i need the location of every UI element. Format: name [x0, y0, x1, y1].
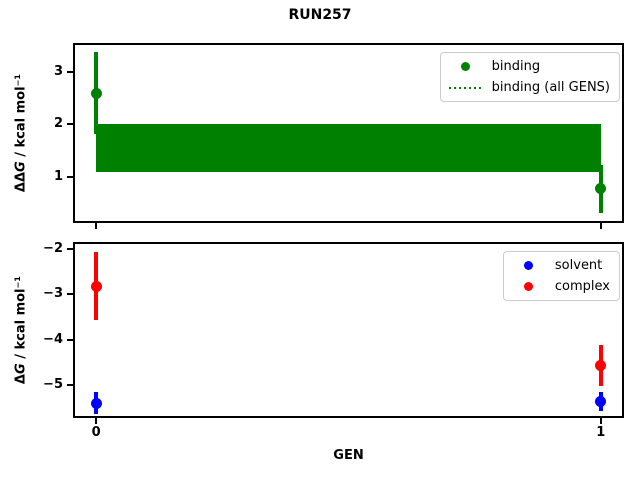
dotted-line-icon: [448, 86, 483, 89]
y-tick-mark: [67, 123, 73, 126]
x-tick-label: 1: [596, 425, 606, 440]
x-tick-mark: [95, 418, 98, 424]
ylabel-delta: ΔΔ: [13, 171, 29, 193]
ylabel-units: / kcal mol⁻¹: [13, 73, 29, 162]
y-tick-label: 3: [53, 63, 63, 79]
delta-g-axes: −2 −3 −4 −5 0 1 solvent complex: [43, 241, 624, 440]
x-axis-label: GEN: [333, 448, 364, 463]
all-gens-band: [96, 124, 601, 173]
ylabel-g-italic: G: [13, 363, 29, 375]
legend: binding binding (all GENS): [439, 52, 620, 102]
ylabel-delta: Δ: [13, 374, 29, 385]
y-tick-label: −2: [43, 240, 63, 256]
x-tick-mark: [599, 223, 602, 229]
y-tick-label: −3: [43, 286, 63, 302]
y-tick-label: −4: [43, 331, 63, 347]
legend-item: solvent: [512, 255, 610, 276]
legend-item: complex: [512, 276, 610, 297]
solvent-marker-icon: [524, 261, 534, 270]
legend-swatch: [512, 282, 546, 291]
x-tick-label: 0: [91, 425, 101, 440]
ylabel-g-italic: G: [13, 161, 29, 172]
solvent-data-point: [595, 396, 607, 408]
complex-data-point: [90, 280, 102, 292]
ylabel-units: / kcal mol⁻¹: [13, 275, 29, 364]
binding-data-point: [595, 183, 607, 195]
y-tick-mark: [67, 70, 73, 73]
legend-item: binding (all GENS): [448, 77, 610, 98]
legend-label: binding (all GENS): [491, 80, 610, 95]
legend-label: solvent: [554, 258, 603, 273]
figure-title: RUN257: [288, 7, 352, 23]
legend-swatch: [448, 86, 483, 89]
binding-marker-icon: [461, 62, 471, 71]
legend-label: binding: [491, 59, 541, 74]
complex-marker-icon: [524, 282, 534, 291]
y-tick-label: 1: [53, 168, 63, 184]
y-tick-mark: [67, 383, 73, 386]
legend-label: complex: [554, 279, 610, 294]
y-tick-mark: [67, 175, 73, 178]
y-tick-label: −5: [43, 376, 63, 392]
binding-data-point: [90, 87, 102, 99]
bottom-y-axis-label: ΔG / kcal mol⁻¹: [14, 276, 29, 384]
legend: solvent complex: [502, 251, 620, 301]
top-y-axis-label: ΔΔG / kcal mol⁻¹: [14, 74, 29, 192]
legend-item: binding: [449, 56, 610, 77]
y-tick-mark: [67, 247, 73, 250]
y-tick-mark: [67, 338, 73, 341]
legend-swatch: [449, 62, 483, 71]
y-tick-mark: [67, 293, 73, 296]
binding-axes: 3 2 1 binding binding (all GENS): [54, 43, 624, 229]
legend-swatch: [512, 261, 546, 270]
solvent-data-point: [90, 397, 102, 409]
x-tick-mark: [95, 223, 98, 229]
complex-data-point: [595, 359, 607, 371]
y-tick-label: 2: [53, 116, 63, 132]
x-tick-mark: [599, 418, 602, 424]
